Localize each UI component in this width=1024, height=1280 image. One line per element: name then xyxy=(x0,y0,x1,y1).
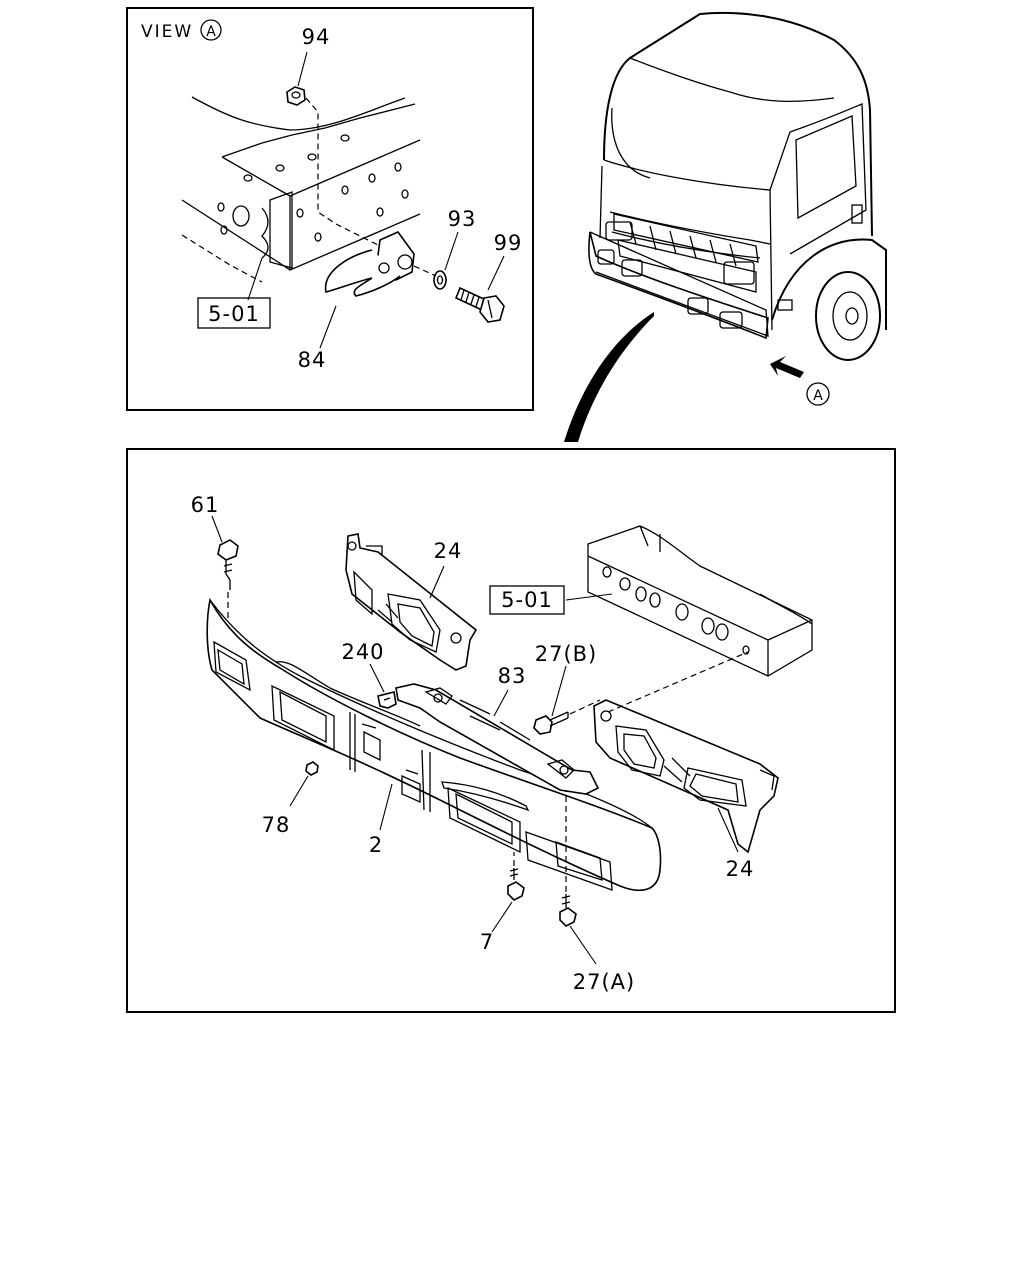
leader-27b xyxy=(551,665,567,717)
leader-7 xyxy=(491,901,513,933)
view-a-frame xyxy=(126,7,534,411)
callout-84: 84 xyxy=(298,348,327,372)
chassis-frame-ref xyxy=(587,525,813,677)
leader-84 xyxy=(319,305,337,349)
leader-ref-view xyxy=(247,257,263,301)
bracket-24-top-icon xyxy=(345,533,478,671)
clip-240-icon xyxy=(377,691,397,709)
view-a-title: VIEW xyxy=(141,22,193,42)
ref-box-view-a-text: 5-01 xyxy=(208,302,260,326)
assembly-guide-line xyxy=(305,97,381,247)
view-a-circle xyxy=(200,19,222,41)
tow-hook-84-icon xyxy=(324,231,415,297)
bolt-99-icon xyxy=(454,286,505,323)
callout-61: 61 xyxy=(191,493,220,517)
ref-box-view-a xyxy=(197,297,271,329)
bolt-27b-icon xyxy=(533,711,569,735)
callout-27b: 27(B) xyxy=(535,642,598,666)
leader-94 xyxy=(297,51,308,87)
leader-2 xyxy=(379,783,393,831)
leader-240 xyxy=(369,663,385,693)
view-a-inset: VIEW A xyxy=(126,7,534,411)
callout-240: 240 xyxy=(341,640,384,664)
screw-7-icon xyxy=(507,868,525,901)
leader-27a xyxy=(569,925,597,965)
frame-rail xyxy=(181,96,421,283)
leader-93 xyxy=(444,231,459,271)
callout-94: 94 xyxy=(302,25,331,49)
callout-7: 7 xyxy=(480,930,494,954)
callout-2: 2 xyxy=(369,833,383,857)
leader-61 xyxy=(211,515,223,543)
bracket-83-icon xyxy=(395,683,600,795)
nut-94-icon xyxy=(286,86,306,106)
callout-24-right: 24 xyxy=(726,857,755,881)
leader-ref-main xyxy=(565,593,613,601)
view-a-marker-letter: A xyxy=(813,388,823,404)
leader-24-top xyxy=(429,565,445,599)
ref-box-main-text: 5-01 xyxy=(501,588,553,612)
bolt-61-icon xyxy=(217,539,239,590)
callout-83: 83 xyxy=(498,664,527,688)
leader-83 xyxy=(493,689,509,717)
callout-27a: 27(A) xyxy=(573,970,635,994)
main-frame xyxy=(126,448,896,1013)
view-arrow-icon xyxy=(770,356,804,378)
bolt-guide-line xyxy=(413,265,437,277)
ref-box-main xyxy=(489,585,565,615)
zoom-connector xyxy=(564,312,654,442)
nut-78-icon xyxy=(305,761,319,776)
bolt-27b-guide xyxy=(569,699,601,715)
view-a-circle-letter: A xyxy=(206,24,216,40)
leader-99 xyxy=(487,255,505,291)
main-exploded-view: 61 24 240 83 27(B) 78 2 7 27(A) 24 5-01 xyxy=(126,448,896,1013)
washer-93-icon xyxy=(433,270,447,290)
callout-93: 93 xyxy=(448,207,477,231)
callout-78: 78 xyxy=(262,813,291,837)
leader-24-right xyxy=(717,807,739,853)
bracket-24-right-icon xyxy=(593,699,779,854)
callout-99: 99 xyxy=(494,231,523,255)
truck-illustration: A xyxy=(588,11,887,406)
leader-78 xyxy=(289,775,309,807)
callout-24-top: 24 xyxy=(434,539,463,563)
bolt-27a-icon xyxy=(559,894,577,927)
frame-guide-line xyxy=(607,651,749,713)
bumper-2-icon xyxy=(206,597,662,892)
view-a-marker-circle xyxy=(806,382,830,406)
